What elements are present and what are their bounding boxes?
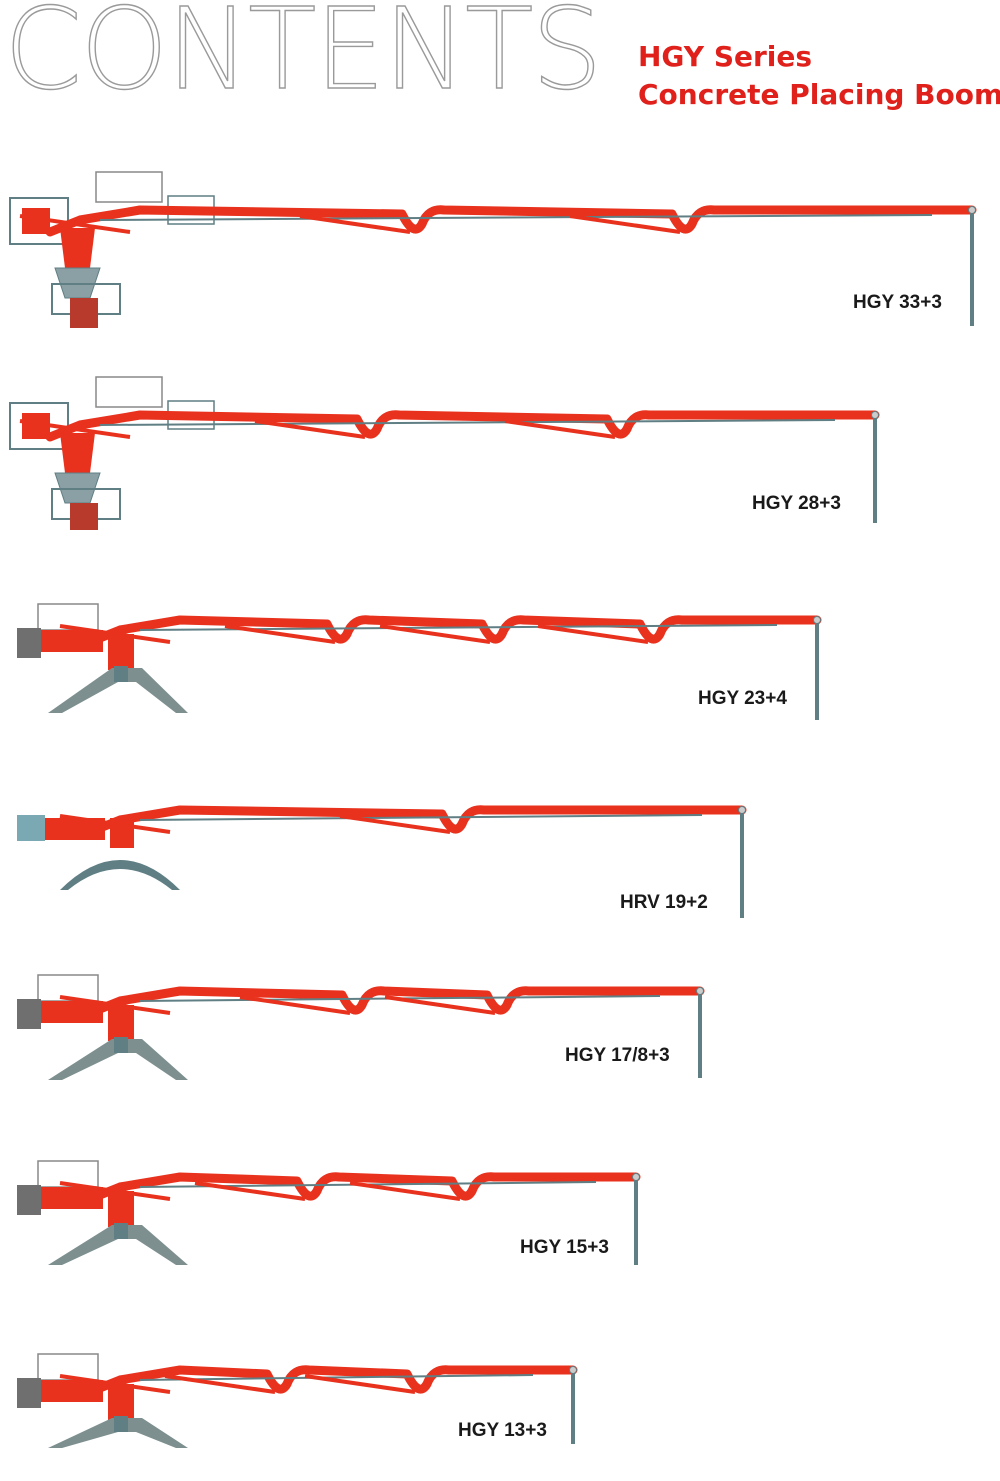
end-hose xyxy=(740,810,744,918)
hydraulic-cylinder xyxy=(349,1181,461,1201)
boom-illustration xyxy=(17,1160,641,1265)
boom-tip xyxy=(813,616,821,624)
boom-illustration xyxy=(17,1353,578,1448)
model-label: HGY 17/8+3 xyxy=(565,1045,670,1066)
boom-arm xyxy=(85,1172,641,1204)
hydraulic-cylinder xyxy=(59,1374,171,1394)
boom-illustration xyxy=(17,974,705,1080)
base-column xyxy=(114,1037,128,1053)
hydraulic-cylinder xyxy=(504,419,616,439)
hydraulic-cylinder xyxy=(59,1181,171,1201)
delivery-pipe xyxy=(139,814,703,821)
end-hose xyxy=(970,210,974,326)
boom-tip xyxy=(632,1173,640,1181)
boom-item-hgy-15-3: HGY 15+3 xyxy=(0,1160,1000,1268)
boom-arm xyxy=(45,205,977,237)
boom-tip xyxy=(569,1366,577,1374)
hydraulic-cylinder xyxy=(59,995,171,1015)
boom-frame xyxy=(41,630,103,652)
boom-item-hgy-28-3: HGY 28+3 xyxy=(0,376,1000,530)
hydraulic-cylinder xyxy=(384,995,496,1015)
slewing-unit xyxy=(108,1005,134,1041)
base-column xyxy=(114,666,128,682)
model-label: HGY 28+3 xyxy=(752,493,841,514)
counterweight xyxy=(17,1185,41,1215)
delivery-pipe xyxy=(99,214,933,221)
boom-tip xyxy=(968,206,976,214)
hydraulic-cylinder xyxy=(379,624,491,644)
cross-base xyxy=(48,1225,188,1265)
boom-arm xyxy=(85,615,822,647)
boom-illustration xyxy=(17,805,747,918)
hydraulic-cylinder xyxy=(59,624,171,644)
counterweight xyxy=(17,999,41,1029)
series-heading: HGY Series Concrete Placing Boom xyxy=(638,38,1000,114)
boom-item-hgy-17-8-3: HGY 17/8+3 xyxy=(0,974,1000,1085)
slewing-unit xyxy=(60,228,95,268)
arch-base xyxy=(60,860,180,890)
hydraulic-cylinder xyxy=(569,214,681,234)
model-label: HGY 15+3 xyxy=(520,1237,609,1258)
hydraulic-cylinder xyxy=(194,1181,306,1201)
cross-base xyxy=(48,1039,188,1080)
base-column xyxy=(114,1416,128,1432)
boom-frame xyxy=(41,1187,103,1209)
slewing-unit xyxy=(60,433,95,473)
hydraulic-cylinder xyxy=(537,624,649,644)
hydraulic-cylinder xyxy=(59,814,171,834)
delivery-pipe xyxy=(99,419,836,426)
boom-item-hrv-19-2: HRV 19+2 xyxy=(0,798,1000,923)
boom-arm xyxy=(85,805,747,837)
boom-illustration xyxy=(17,603,822,720)
counterweight xyxy=(17,1378,41,1408)
hydraulic-cylinder xyxy=(304,1374,416,1394)
slewing-unit xyxy=(108,634,134,670)
end-hose xyxy=(634,1177,638,1265)
boom-tip xyxy=(738,806,746,814)
end-hose xyxy=(698,991,702,1078)
cross-base xyxy=(48,668,188,713)
model-label: HGY 23+4 xyxy=(698,688,787,709)
railing xyxy=(95,171,163,203)
model-label: HGY 33+3 xyxy=(853,292,942,313)
hydraulic-cylinder xyxy=(19,419,131,439)
boom-frame xyxy=(41,1380,103,1402)
hydraulic-cylinder xyxy=(19,214,131,234)
boom-illustration xyxy=(9,171,977,328)
slewing-unit xyxy=(108,1191,134,1227)
boom-arm xyxy=(85,986,705,1018)
boom-tip xyxy=(871,411,879,419)
climbing-mast xyxy=(70,503,98,530)
model-label: HRV 19+2 xyxy=(620,892,708,913)
series-subtitle: Concrete Placing Boom xyxy=(638,78,1000,111)
boom-item-hgy-23-4: HGY 23+4 xyxy=(0,598,1000,728)
series-name: HGY Series xyxy=(638,40,813,73)
boom-arm xyxy=(45,410,880,442)
boom-illustration xyxy=(9,376,880,530)
hydraulic-cylinder xyxy=(339,814,451,834)
end-hose xyxy=(571,1370,575,1444)
climbing-mast xyxy=(70,298,98,328)
boom-item-hgy-13-3: HGY 13+3 xyxy=(0,1353,1000,1456)
base-column xyxy=(114,1223,128,1239)
hydraulic-cylinder xyxy=(299,214,411,234)
slewing-unit xyxy=(108,1384,134,1420)
hydraulic-cylinder xyxy=(254,419,366,439)
counterweight xyxy=(17,815,45,841)
boom-item-hgy-33-3: HGY 33+3 xyxy=(0,171,1000,338)
delivery-pipe xyxy=(139,1374,534,1381)
counterweight xyxy=(17,628,41,658)
hydraulic-cylinder xyxy=(224,624,336,644)
end-hose xyxy=(873,415,877,523)
hydraulic-cylinder xyxy=(164,1374,276,1394)
boom-tip xyxy=(696,987,704,995)
hydraulic-cylinder xyxy=(239,995,351,1015)
contents-title: CONTENTS xyxy=(3,0,603,115)
model-label: HGY 13+3 xyxy=(458,1420,547,1441)
railing xyxy=(95,376,163,408)
end-hose xyxy=(815,620,819,720)
cross-base xyxy=(48,1418,188,1448)
boom-frame xyxy=(41,1001,103,1023)
